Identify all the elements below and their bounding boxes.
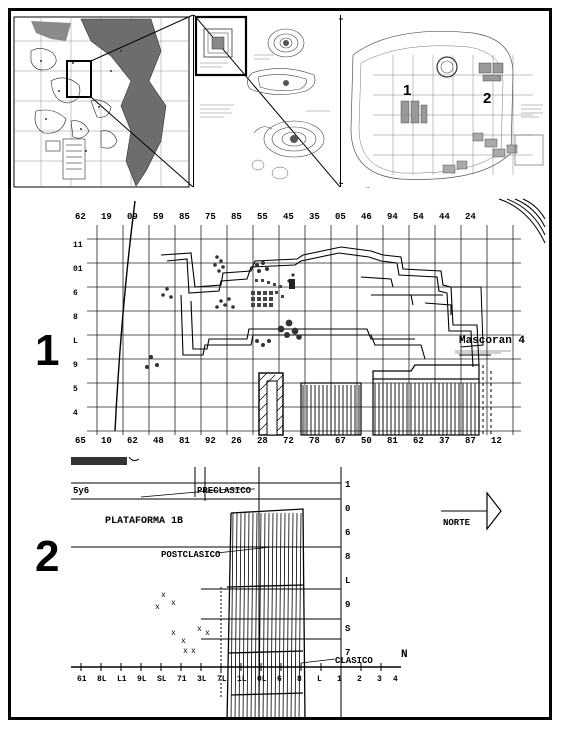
svg-text:59: 59 bbox=[153, 212, 164, 222]
svg-text:44: 44 bbox=[439, 212, 450, 222]
sector-detail-map bbox=[193, 15, 341, 187]
label-postclasico: POSTCLASICO bbox=[161, 550, 221, 560]
svg-text:L: L bbox=[345, 576, 350, 586]
svg-text:SL: SL bbox=[157, 675, 167, 684]
svg-text:6: 6 bbox=[277, 675, 282, 684]
svg-text:N: N bbox=[401, 649, 408, 661]
svg-text:9: 9 bbox=[345, 600, 350, 610]
svg-text:26: 26 bbox=[231, 436, 242, 446]
svg-text:0: 0 bbox=[345, 504, 350, 514]
svg-text:x: x bbox=[171, 599, 176, 608]
north-arrow-icon bbox=[441, 491, 502, 531]
svg-text:3L: 3L bbox=[197, 675, 207, 684]
svg-text:92: 92 bbox=[205, 436, 216, 446]
svg-text:78: 78 bbox=[309, 436, 320, 446]
svg-text:5: 5 bbox=[73, 385, 78, 394]
svg-text:28: 28 bbox=[257, 436, 268, 446]
svg-text:4: 4 bbox=[393, 675, 398, 684]
panel-marker-one: 1 bbox=[35, 326, 60, 375]
svg-text:8: 8 bbox=[345, 552, 350, 562]
svg-text:81: 81 bbox=[387, 436, 398, 446]
svg-text:05: 05 bbox=[335, 212, 346, 222]
svg-text:x: x bbox=[205, 629, 210, 638]
svg-text:19: 19 bbox=[101, 212, 112, 222]
svg-text:24: 24 bbox=[465, 212, 476, 222]
svg-text:0L: 0L bbox=[257, 675, 267, 684]
svg-text:8: 8 bbox=[297, 675, 302, 684]
svg-text:x: x bbox=[183, 647, 188, 656]
panel-marker-two: 2 bbox=[35, 532, 60, 581]
svg-text:12: 12 bbox=[491, 436, 502, 446]
mound-label: Mascoran 4 bbox=[459, 335, 525, 347]
svg-text:6: 6 bbox=[345, 528, 350, 538]
label-plataforma: PLATAFORMA 1B bbox=[105, 516, 183, 527]
svg-text:x: x bbox=[181, 637, 186, 646]
excavation-plan-drawing: 1 2 bbox=[343, 15, 547, 187]
svg-text:1: 1 bbox=[345, 480, 351, 490]
svg-text:11: 11 bbox=[73, 241, 83, 250]
svg-text:55: 55 bbox=[257, 212, 268, 222]
svg-text:4: 4 bbox=[73, 409, 78, 418]
svg-text:7: 7 bbox=[345, 648, 350, 658]
svg-text:x: x bbox=[171, 629, 176, 638]
label-preclasico: PRECLASICO bbox=[197, 486, 252, 496]
svg-text:46: 46 bbox=[361, 212, 372, 222]
svg-text:61: 61 bbox=[77, 675, 87, 684]
svg-text:85: 85 bbox=[231, 212, 242, 222]
svg-text:01: 01 bbox=[73, 265, 83, 274]
svg-text:9L: 9L bbox=[137, 675, 147, 684]
svg-text:1: 1 bbox=[337, 675, 342, 684]
svg-text:1L: 1L bbox=[237, 675, 247, 684]
svg-text:35: 35 bbox=[309, 212, 320, 222]
svg-text:3: 3 bbox=[377, 675, 382, 684]
svg-text:72: 72 bbox=[283, 436, 294, 446]
svg-text:62: 62 bbox=[413, 436, 424, 446]
label-clasico: CLASICO bbox=[335, 656, 373, 666]
svg-text:x: x bbox=[155, 603, 160, 612]
site-overview-drawing bbox=[13, 16, 190, 188]
excavation-plan-overview: 1 2 bbox=[343, 15, 547, 187]
svg-text:x: x bbox=[161, 591, 166, 600]
svg-text:9: 9 bbox=[73, 361, 78, 370]
svg-text:54: 54 bbox=[413, 212, 424, 222]
svg-text:8: 8 bbox=[73, 313, 78, 322]
svg-text:x: x bbox=[191, 647, 196, 656]
svg-text:48: 48 bbox=[153, 436, 164, 446]
svg-text:65: 65 bbox=[75, 436, 86, 446]
svg-text:2: 2 bbox=[357, 675, 362, 684]
svg-text:67: 67 bbox=[335, 436, 346, 446]
overview-marker-two: 2 bbox=[483, 90, 491, 107]
svg-text:37: 37 bbox=[439, 436, 450, 446]
svg-text:62: 62 bbox=[75, 212, 86, 222]
svg-text:S: S bbox=[345, 624, 351, 634]
sector-detail-drawing bbox=[194, 15, 340, 187]
overview-marker-one: 1 bbox=[403, 82, 411, 99]
svg-text:75: 75 bbox=[205, 212, 216, 222]
svg-text:94: 94 bbox=[387, 212, 398, 222]
svg-text:x: x bbox=[197, 625, 202, 634]
svg-text:71: 71 bbox=[177, 675, 187, 684]
svg-text:L: L bbox=[317, 675, 322, 684]
svg-text:L: L bbox=[73, 337, 78, 346]
svg-text:85: 85 bbox=[179, 212, 190, 222]
svg-text:10: 10 bbox=[101, 436, 112, 446]
svg-text:6: 6 bbox=[73, 289, 78, 298]
svg-text:45: 45 bbox=[283, 212, 294, 222]
label-norte: NORTE bbox=[443, 518, 471, 528]
label-5y6: 5y6 bbox=[73, 486, 89, 496]
svg-text:8L: 8L bbox=[97, 675, 107, 684]
svg-text:81: 81 bbox=[179, 436, 190, 446]
site-overview-map bbox=[11, 11, 193, 191]
svg-text:87: 87 bbox=[465, 436, 476, 446]
svg-text:L1: L1 bbox=[117, 675, 127, 684]
svg-text:50: 50 bbox=[361, 436, 372, 446]
zoom-connector-lines bbox=[90, 14, 194, 188]
svg-text:62: 62 bbox=[127, 436, 138, 446]
svg-text:7L: 7L bbox=[217, 675, 227, 684]
